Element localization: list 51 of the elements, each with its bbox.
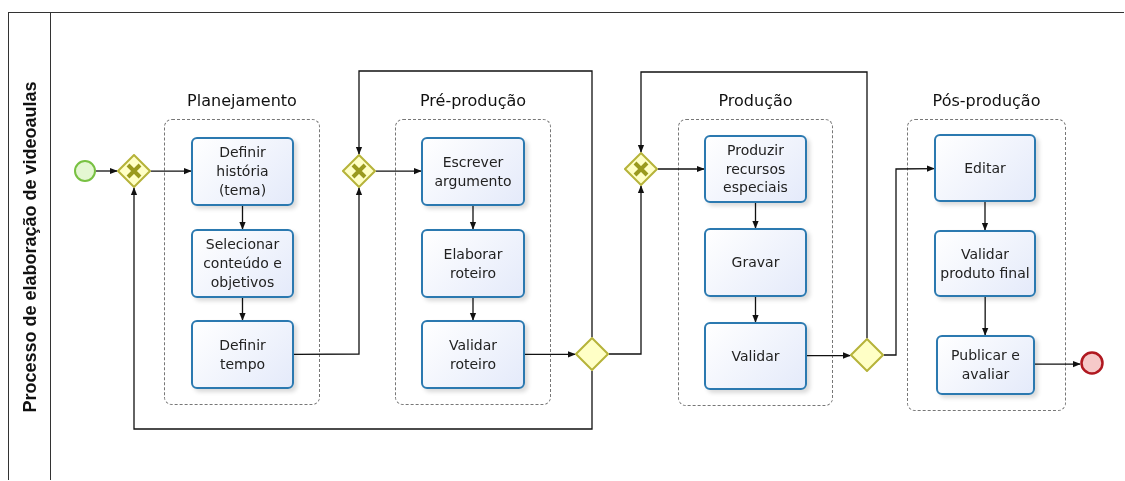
arrow: [981, 201, 989, 231]
task-box: [934, 134, 1036, 202]
arrow: [239, 205, 246, 230]
task-label: Publicar e avaliar: [950, 346, 1021, 384]
arrow: [469, 297, 477, 321]
task-label: Validar produto final: [940, 244, 1030, 283]
task-label: Editar: [964, 158, 1006, 178]
arrow: [806, 352, 851, 359]
task-box: [936, 335, 1035, 395]
task-label: Validar: [731, 346, 780, 366]
task-box: [704, 228, 807, 297]
task-box: [421, 320, 525, 389]
task-box: [191, 137, 294, 206]
task-box: [191, 229, 294, 298]
arrow: [752, 202, 759, 229]
group-heading: Pós-produção: [931, 91, 1042, 110]
task-label: Definir história (tema): [215, 143, 270, 200]
task-label: Produzir recursos especiais: [722, 140, 789, 198]
arrow: [293, 187, 363, 355]
task-box: [934, 230, 1036, 297]
task-label: Elaborar roteiro: [442, 244, 504, 283]
arrow: [981, 296, 989, 336]
arrow: [637, 71, 868, 339]
arrow: [608, 185, 645, 355]
arrow: [752, 296, 759, 323]
task-box: [421, 137, 525, 206]
arrow: [469, 205, 477, 230]
task-box: [421, 229, 525, 298]
arrow: [355, 70, 593, 338]
task-label: Gravar: [731, 253, 780, 272]
arrow: [375, 167, 422, 175]
arrow: [150, 167, 192, 175]
task-label: Validar roteiro: [447, 335, 499, 374]
group-heading: Pré-produção: [418, 91, 528, 110]
task-box: [704, 135, 807, 203]
arrow: [657, 165, 705, 173]
task-label: Escrever argumento: [433, 152, 513, 191]
arrow: [239, 297, 246, 321]
arrow: [130, 187, 593, 430]
arrow: [883, 165, 935, 356]
group-heading: Planejamento: [186, 91, 298, 110]
pool-title: Processo de elaboração de videoaulas: [19, 80, 40, 413]
pool: [8, 12, 1124, 480]
arrow: [524, 351, 576, 358]
group-heading: Produção: [717, 91, 794, 110]
arrow: [1034, 360, 1081, 368]
task-label: Definir tempo: [218, 335, 267, 374]
task-box: [191, 320, 294, 389]
task-box: [704, 322, 807, 390]
task-label: Selecionar conteúdo e objetivos: [202, 235, 283, 292]
arrow: [95, 167, 118, 175]
